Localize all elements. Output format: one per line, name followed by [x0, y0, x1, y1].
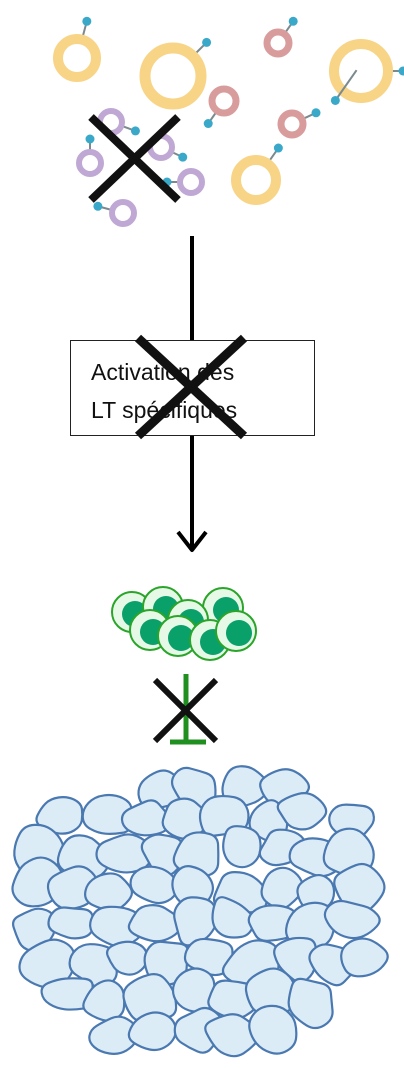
step-box-line-2: LT spécifiques [91, 397, 238, 423]
tissue-cell-icon [47, 906, 95, 940]
tissue-cell-icon [127, 1011, 177, 1052]
tissue-cell-icon [222, 825, 262, 869]
top-cross-icon [88, 114, 181, 203]
tissue-cell-icon [84, 872, 134, 912]
inhibition-group [152, 674, 219, 745]
step-box-line-1: Activation des [91, 359, 235, 385]
antigen-ring-icon [277, 108, 321, 139]
inhibition-cross-b [152, 677, 219, 744]
t-cell-icon [157, 615, 199, 657]
tissue-cell-icon [68, 943, 118, 989]
tissue-cell-icon [248, 1004, 298, 1055]
tissue-cell-icon [276, 792, 328, 831]
tissue-cell-icon [171, 865, 215, 909]
tissue-cell-icon [105, 940, 149, 976]
tissue-cell-icon [127, 904, 184, 943]
tissue-cell-icon [211, 896, 256, 939]
tissue-cell-icon [340, 937, 389, 978]
tissue-cell-icon [122, 973, 178, 1023]
t-cell-icon [215, 610, 257, 652]
tissue-cell-icon [35, 796, 84, 835]
tissue-cell-icon [260, 866, 305, 910]
tissue-cell-icon [323, 899, 381, 940]
antigen-ring-icon [263, 16, 298, 58]
tissue-cell-icon [89, 905, 146, 948]
step-box: Activation des LT spécifiques [70, 340, 315, 436]
antigen-ring-icon [139, 37, 212, 110]
tissue-cell-icon [88, 1015, 140, 1055]
tissue-cell-icon [82, 979, 126, 1022]
antigen-ring-icon [203, 85, 240, 129]
antigen-ring-icon [93, 199, 137, 227]
antigen-ring-icon [53, 16, 101, 82]
antigen-ring-icon [330, 69, 358, 105]
tissue-cell-icon [287, 977, 334, 1030]
t-cell-cluster [111, 586, 257, 661]
antigen-ring-icon [329, 39, 404, 103]
antigen-ring-icon [231, 143, 283, 205]
self-antigen-group [76, 108, 205, 227]
tissue-cell-icon [173, 896, 218, 947]
antigen-cluster [53, 16, 404, 205]
tissue-cell-icon [333, 862, 386, 914]
tissue-cell-icon [204, 1013, 261, 1058]
arrow-head-icon [176, 530, 208, 552]
t-cell-icon [129, 609, 171, 651]
tissue-cell-icon [129, 865, 179, 905]
tissue-cluster [11, 765, 389, 1058]
antigen-ring-icon [76, 134, 104, 177]
